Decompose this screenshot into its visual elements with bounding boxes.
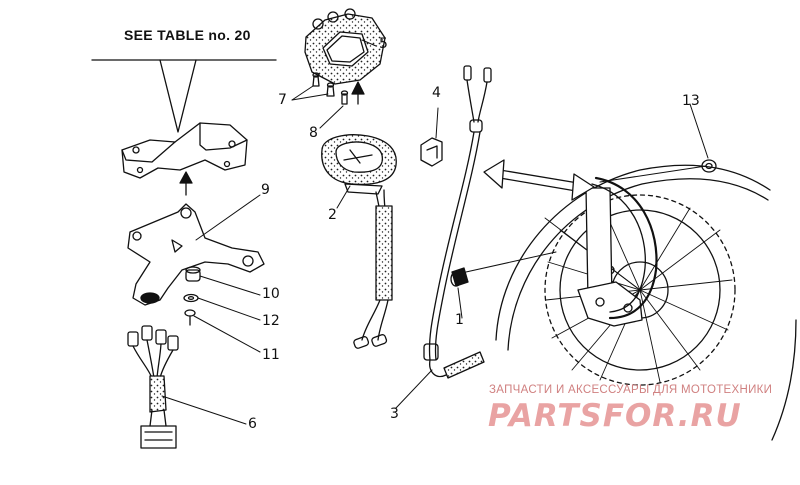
wiring-harness-left [127,325,179,449]
front-fork [577,187,643,327]
callout-8: 8 [309,125,318,141]
callout-9: 9 [261,182,270,198]
see-table-note: SEE TABLE no. 20 [124,27,251,43]
callout-5: 5 [379,36,388,52]
arrow-up-icon [351,81,365,105]
double-arrow-icon [483,159,595,201]
callout-1: 1 [455,312,464,328]
callout-4: 4 [432,85,441,101]
watermark-brand: PARTSFOR.RU [488,398,742,434]
speedometer-unit [321,134,397,349]
callout-11: 11 [262,347,280,363]
sensor-cable-route [591,176,658,320]
callout-2: 2 [328,207,337,223]
screw-part [184,309,196,326]
arrow-up-icon [179,171,193,196]
callout-12: 12 [262,313,280,329]
grommet-part [450,267,469,287]
callout-7: 7 [278,92,287,108]
callout-6: 6 [248,416,257,432]
callout-10: 10 [262,286,280,302]
bulb-parts [312,72,349,105]
nut-part [185,266,201,282]
lamp-housing [304,8,386,85]
washer-part [183,293,199,303]
callout-13: 13 [682,93,700,109]
handlebar-clamp [121,122,248,179]
callout-3: 3 [390,406,399,422]
watermark-subtitle: ЗАПЧАСТИ И АКСЕССУАРЫ ДЛЯ МОТОТЕХНИКИ [489,384,773,396]
cable-clip [420,137,443,167]
see-table-pointer [91,59,277,133]
leader-lines [161,39,709,425]
instrument-bracket [127,203,265,306]
speedometer-cable [423,65,492,379]
